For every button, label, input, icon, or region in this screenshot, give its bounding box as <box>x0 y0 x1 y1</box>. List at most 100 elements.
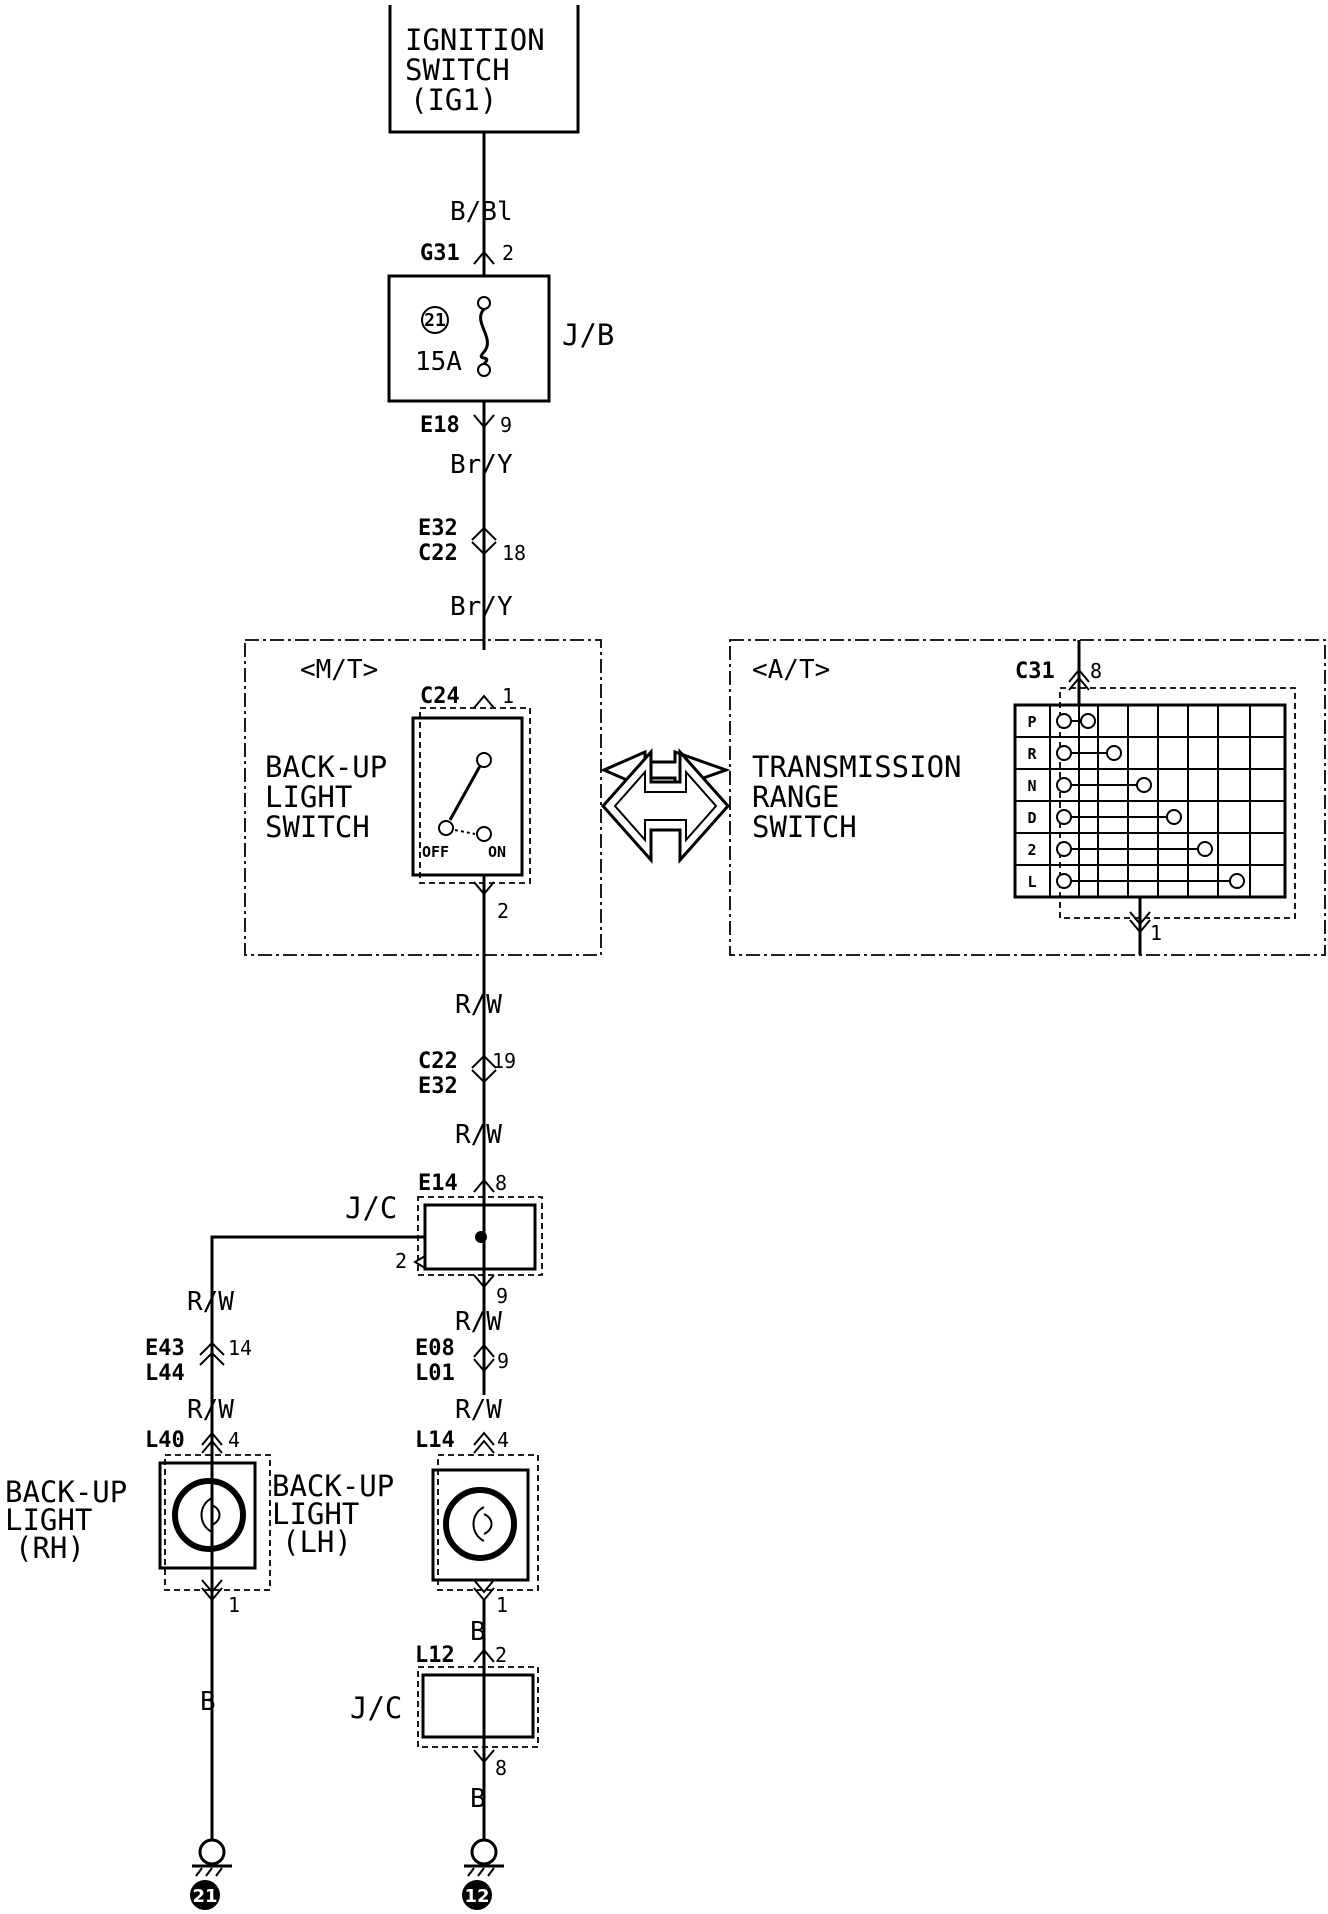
light-lh-outline <box>437 1454 539 1591</box>
range-common-contact <box>1056 713 1072 729</box>
mt-name-line1: BACK-UP <box>265 750 387 784</box>
switch-lever <box>448 765 482 821</box>
connector-l40-bottom-a <box>201 1579 223 1594</box>
bulb-rh-filament <box>200 1497 213 1533</box>
wire-label-b-right-1: B <box>470 1617 486 1647</box>
connector-g31: G31 <box>420 241 460 266</box>
fuse-icon <box>479 307 489 366</box>
range-position-label: 2 <box>1027 841 1036 859</box>
connector-c22-e32-upper <box>471 1054 497 1069</box>
connector-e08: E08 <box>415 1336 455 1361</box>
double-arrow-icon <box>600 748 731 864</box>
range-common-contact <box>1056 841 1072 857</box>
connector-c22-e32-pin: 19 <box>492 1049 516 1073</box>
connector-c31: C31 <box>1015 659 1055 684</box>
wire-label-rw-left-1: R/W <box>187 1287 234 1317</box>
ground-right-terminal <box>470 1838 498 1866</box>
range-position-label: R <box>1027 745 1037 763</box>
light-rh-name2: LIGHT <box>5 1503 92 1537</box>
connector-c31-bottom-a <box>1129 911 1151 926</box>
ground-left-number-circle <box>190 1880 220 1910</box>
connector-l12-top-symbol <box>473 1648 495 1663</box>
wire-label-bry-1: Br/Y <box>450 450 513 480</box>
bulb-rh-icon <box>172 1478 246 1552</box>
fuse-rating: 15A <box>415 347 462 377</box>
jc-lower-outline <box>417 1666 539 1748</box>
light-rh-outline <box>164 1454 271 1591</box>
connector-l14: L14 <box>415 1428 455 1453</box>
range-position-contact <box>1106 745 1122 761</box>
connector-e32-c22-upper <box>471 526 497 541</box>
connector-e43-l44-upper <box>199 1341 225 1356</box>
range-common-contact <box>1056 745 1072 761</box>
connector-l14-bottom-a <box>473 1579 495 1594</box>
connector-l12-pin-bottom: 8 <box>495 1756 507 1780</box>
connector-c24-pin-bottom: 2 <box>497 899 509 923</box>
connector-c24-top-symbol <box>473 694 495 709</box>
connector-g31-pin: 2 <box>502 241 514 265</box>
connector-e14-left-symbol <box>413 1255 426 1269</box>
at-name-line3: SWITCH <box>752 810 857 844</box>
range-position-label: P <box>1027 713 1036 731</box>
ground-left-hatch-2 <box>205 1867 213 1877</box>
switch-dash <box>454 829 476 835</box>
backup-light-lh: L14 4 1 BACK-UP LIGHT (LH) <box>272 1428 539 1617</box>
range-position-contact <box>1197 841 1213 857</box>
connector-c31-top-b <box>1068 676 1090 691</box>
ground-right-hatch-2 <box>477 1867 485 1877</box>
connector-l14-pin-bottom: 1 <box>496 1593 508 1617</box>
bulb-lh-filament-2 <box>483 1513 493 1535</box>
connector-e18-symbol <box>473 414 495 429</box>
fuse-number: 21 <box>424 310 446 331</box>
connector-e08-l01-lower <box>473 1358 495 1373</box>
connector-l12-pin-top: 2 <box>495 1643 507 1667</box>
connector-e32-b: E32 <box>418 1074 458 1099</box>
light-lh-name3: (LH) <box>282 1525 352 1559</box>
switch-on-label: ON <box>488 843 506 861</box>
connector-c22-e32-lower <box>471 1069 497 1084</box>
switch-off-label: OFF <box>422 843 449 861</box>
connector-e14-symbol <box>473 1178 495 1193</box>
ground-right-hatch-3 <box>487 1867 495 1877</box>
connector-e14-pin-top: 8 <box>495 1171 507 1195</box>
range-common-contact <box>1056 809 1072 825</box>
connector-l01: L01 <box>415 1361 455 1386</box>
wire-label-rw-2: R/W <box>455 1120 502 1150</box>
light-lh-body <box>431 1468 530 1582</box>
ground-left-terminal <box>198 1838 226 1866</box>
bulb-lh-filament <box>472 1506 485 1542</box>
bulb-rh-filament-2 <box>211 1504 221 1526</box>
light-rh-name1: BACK-UP <box>5 1475 127 1509</box>
connector-e18-pin: 9 <box>500 413 512 437</box>
connector-c31-bottom-b <box>1129 919 1151 934</box>
ignition-switch-line2: SWITCH <box>405 53 510 87</box>
range-switch-grid <box>1013 703 1287 899</box>
jc-lower-body <box>421 1673 535 1739</box>
wire-label-rw-left-2: R/W <box>187 1395 234 1425</box>
wire-label-rw-right-1: R/W <box>455 1307 502 1337</box>
connector-l12-bottom-symbol <box>473 1749 495 1764</box>
connector-l14-pin-top: 4 <box>497 1428 509 1452</box>
range-position-label: N <box>1027 777 1036 795</box>
mt-name-line2: LIGHT <box>265 780 352 814</box>
connector-e43-l44-pin: 14 <box>228 1336 252 1360</box>
connector-e08-l01-pin: 9 <box>497 1349 509 1373</box>
jc-lower-label: J/C <box>350 1691 402 1725</box>
connector-e14-bottom-symbol <box>473 1274 495 1289</box>
at-name-line1: TRANSMISSION <box>752 750 962 784</box>
range-position-contact <box>1166 809 1182 825</box>
jc-lower: L12 2 J/C 8 <box>350 1643 539 1780</box>
connector-l44: L44 <box>145 1361 185 1386</box>
connector-c24: C24 <box>420 684 460 709</box>
connector-e32-c22-pin: 18 <box>502 541 526 565</box>
connector-c31-outline <box>1059 687 1296 919</box>
wire-label-bbl: B/Bl <box>450 197 513 227</box>
range-position-label: D <box>1027 809 1036 827</box>
connector-l40-pin-bottom: 1 <box>228 1593 240 1617</box>
fuse-terminal-top <box>477 296 491 310</box>
connector-l14-top-b <box>473 1439 495 1454</box>
ground-right-number: 12 <box>464 1886 489 1907</box>
ground-left: 21 <box>190 1838 232 1910</box>
backup-light-rh: L40 4 1 BACK-UP LIGHT (RH) <box>5 1428 271 1617</box>
